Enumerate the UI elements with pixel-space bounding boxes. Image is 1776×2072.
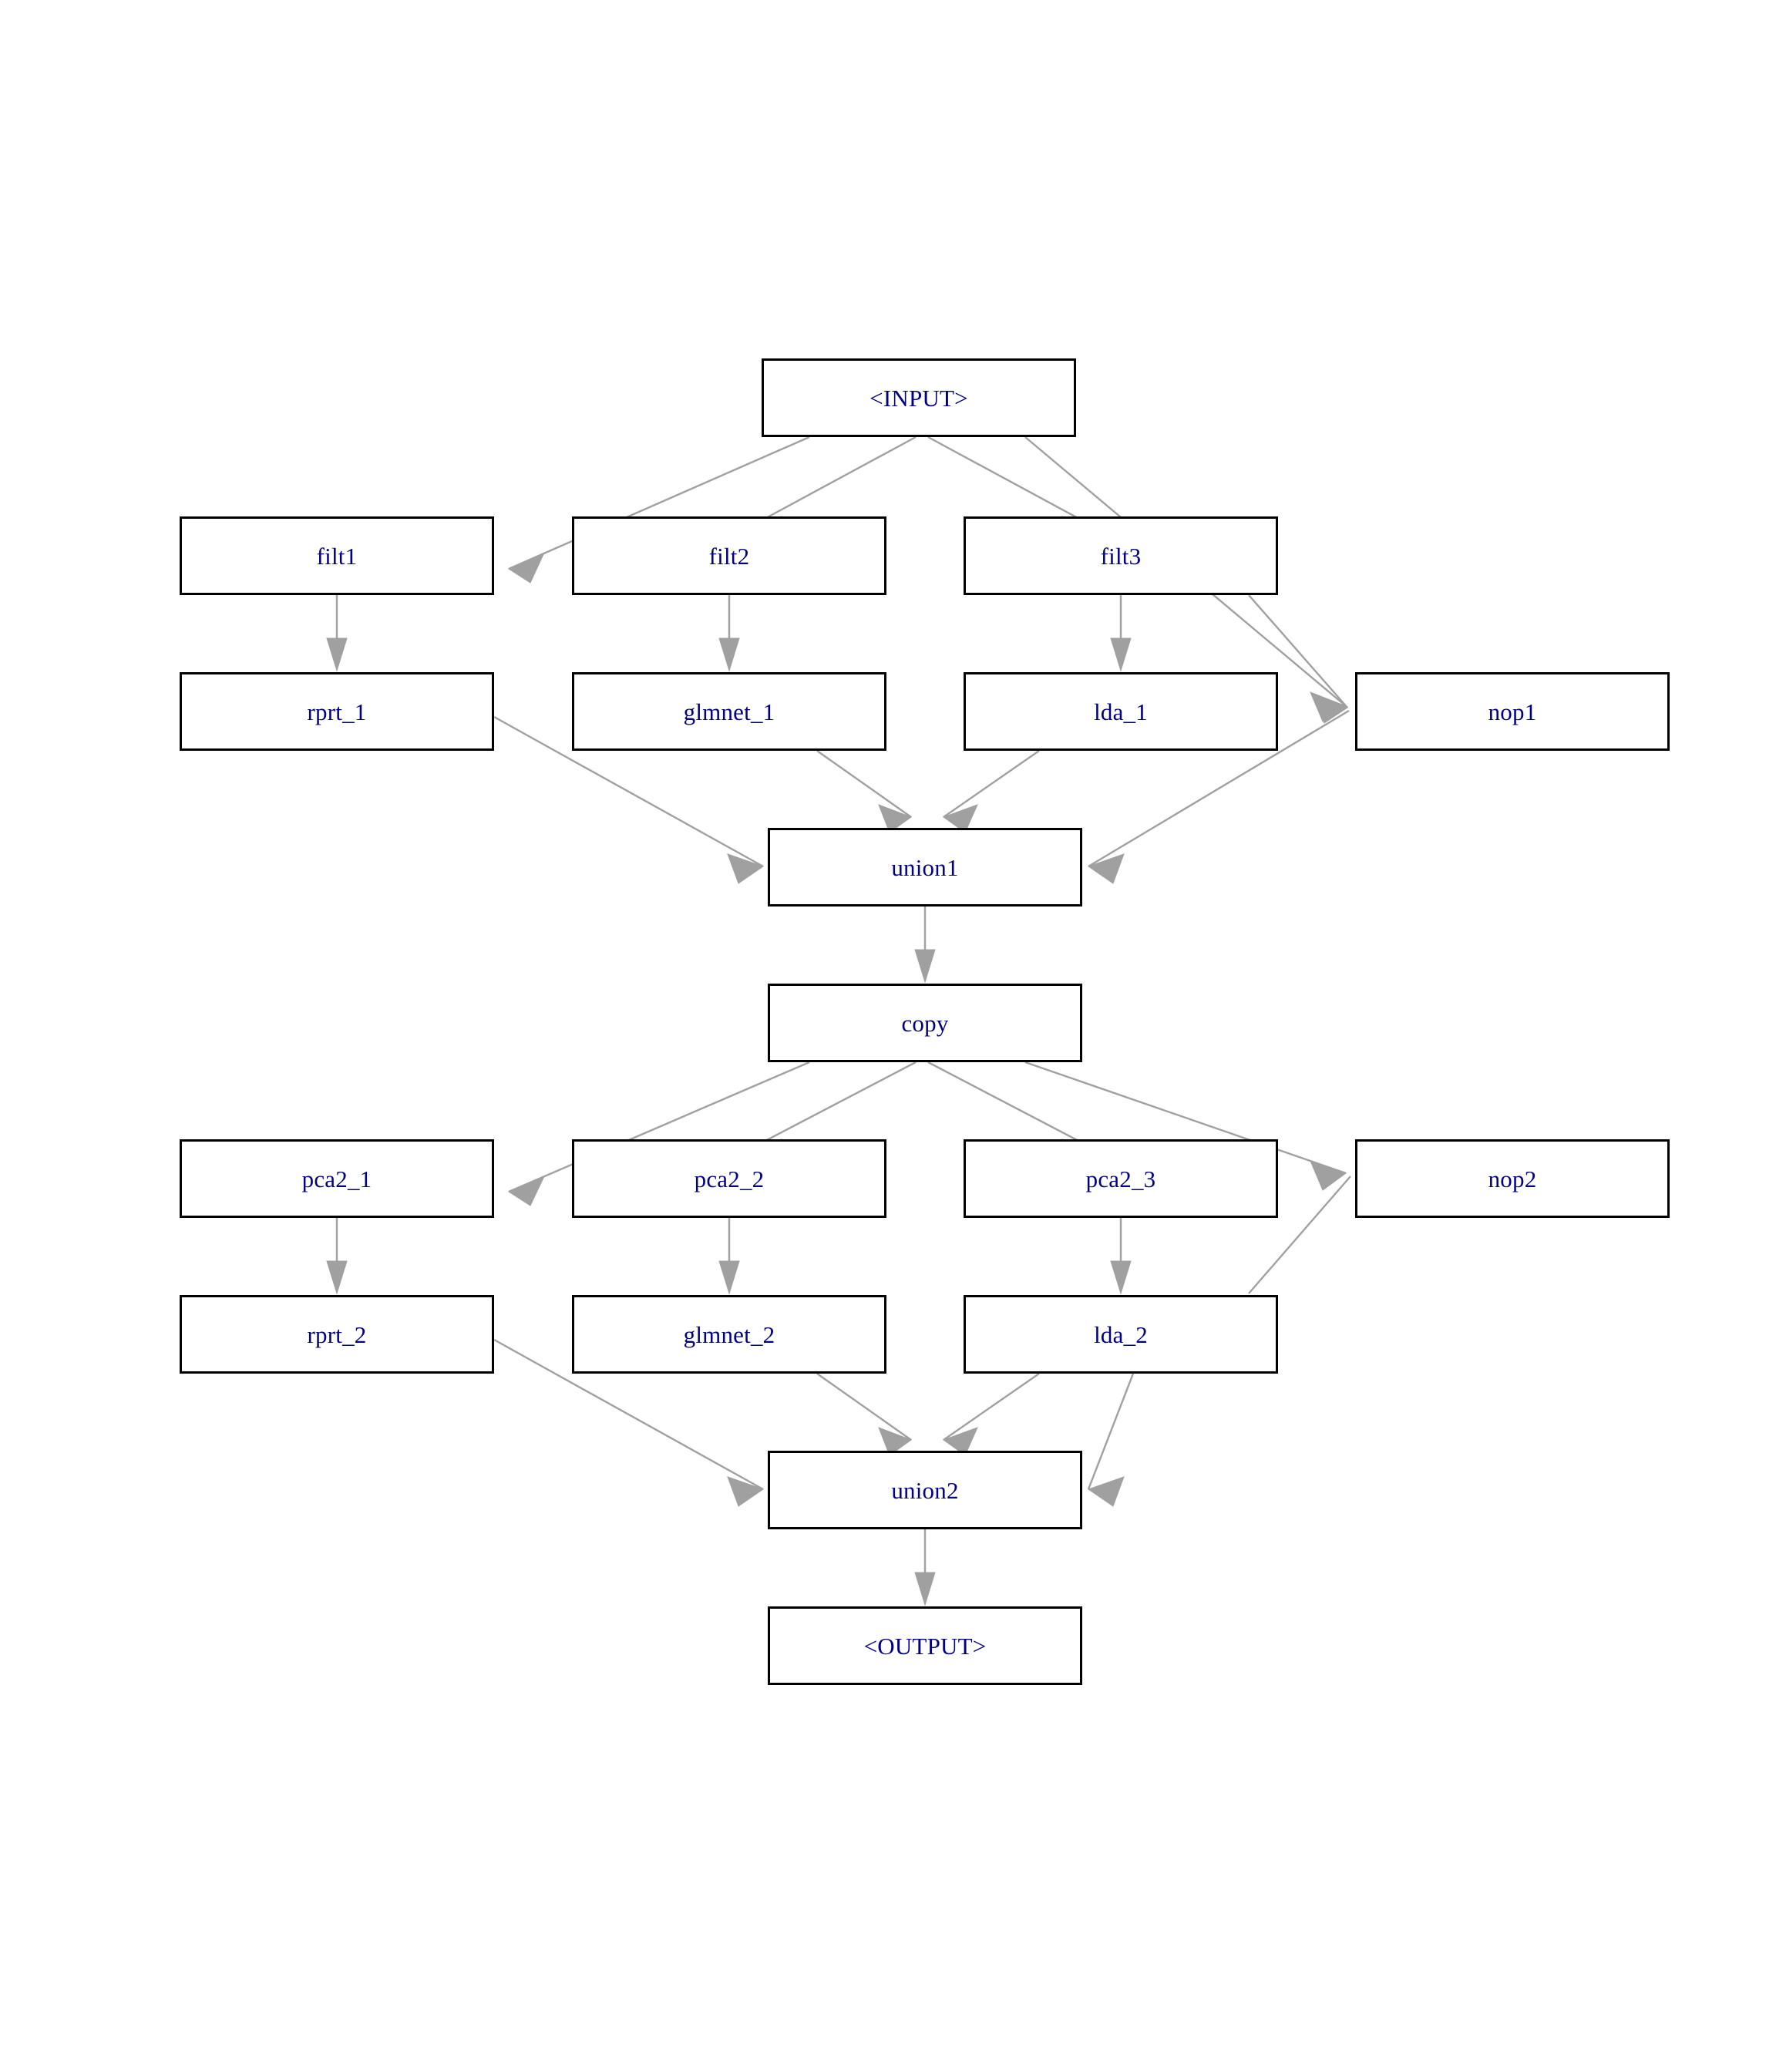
node-glmnet_1[interactable]: glmnet_1 (572, 672, 886, 751)
node-pca2_1[interactable]: pca2_1 (180, 1139, 494, 1218)
node-glmnet_2[interactable]: glmnet_2 (572, 1295, 886, 1374)
node-label-rprt_1: rprt_1 (307, 698, 367, 725)
node-label-filt3: filt3 (1100, 542, 1142, 570)
node-filt3[interactable]: filt3 (964, 516, 1278, 595)
node-nop1[interactable]: nop1 (1355, 672, 1670, 751)
node-pca2_3[interactable]: pca2_3 (964, 1139, 1278, 1218)
node-filt1[interactable]: filt1 (180, 516, 494, 595)
node-label-union2: union2 (891, 1476, 959, 1504)
node-nop2[interactable]: nop2 (1355, 1139, 1670, 1218)
node-union1[interactable]: union1 (768, 828, 1082, 906)
node-lda_1[interactable]: lda_1 (964, 672, 1278, 751)
node-label-lda_1: lda_1 (1094, 698, 1148, 725)
node-label-filt2: filt2 (708, 542, 750, 570)
node-label-filt1: filt1 (316, 542, 358, 570)
node-label-INPUT: <INPUT> (870, 384, 968, 412)
node-label-union1: union1 (891, 853, 959, 881)
node-lda_2[interactable]: lda_2 (964, 1295, 1278, 1374)
node-label-nop2: nop2 (1488, 1165, 1537, 1192)
node-label-nop1: nop1 (1488, 698, 1537, 725)
node-filt2[interactable]: filt2 (572, 516, 886, 595)
node-rprt_1[interactable]: rprt_1 (180, 672, 494, 751)
node-label-pca2_2: pca2_2 (694, 1165, 765, 1192)
node-copy[interactable]: copy (768, 984, 1082, 1062)
node-label-glmnet_1: glmnet_1 (683, 698, 775, 725)
node-union2[interactable]: union2 (768, 1451, 1082, 1529)
node-label-pca2_3: pca2_3 (1085, 1165, 1156, 1192)
node-label-OUTPUT: <OUTPUT> (863, 1632, 987, 1660)
node-label-pca2_1: pca2_1 (301, 1165, 372, 1192)
node-OUTPUT[interactable]: <OUTPUT> (768, 1606, 1082, 1685)
node-pca2_2[interactable]: pca2_2 (572, 1139, 886, 1218)
node-INPUT[interactable]: <INPUT> (762, 358, 1076, 437)
node-rprt_2[interactable]: rprt_2 (180, 1295, 494, 1374)
node-label-lda_2: lda_2 (1094, 1320, 1148, 1348)
node-label-rprt_2: rprt_2 (307, 1320, 367, 1348)
node-label-copy: copy (901, 1009, 949, 1037)
node-label-glmnet_2: glmnet_2 (683, 1320, 775, 1348)
